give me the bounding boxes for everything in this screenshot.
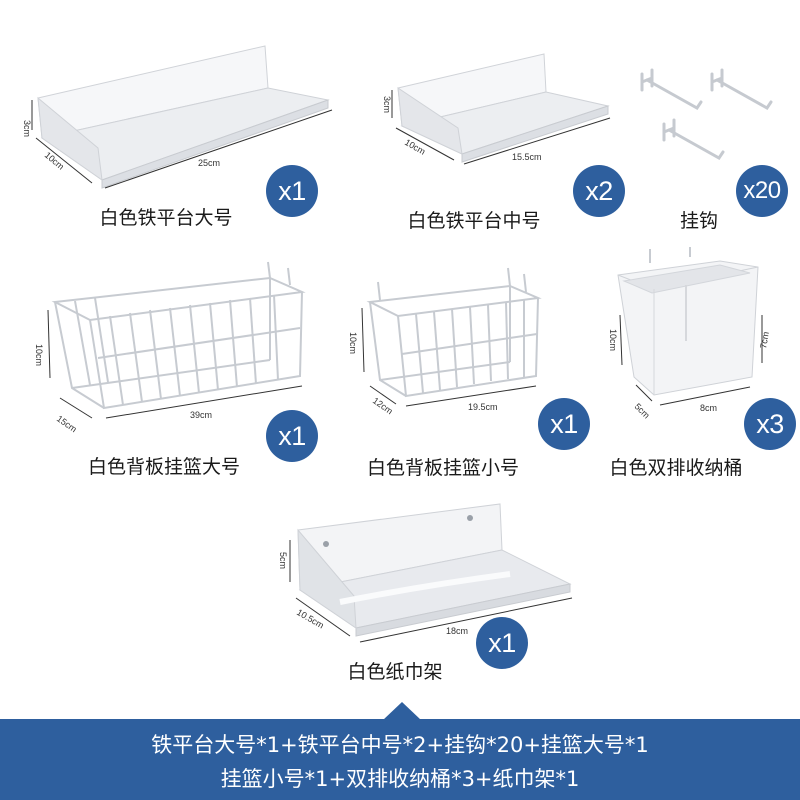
product-large-shelf: 3cm 10cm 25cm [10,38,340,189]
dim-label: 19.5cm [468,402,498,412]
quantity-badge: x1 [266,165,318,217]
dim-label: 15.5cm [512,152,542,162]
dim-label: 10cm [348,332,358,354]
large-shelf-image: 3cm 10cm 25cm [22,45,333,189]
dim-label: 5cm [278,552,288,569]
product-label: 白色背板挂篮大号 [87,456,241,478]
dim-label: 25cm [198,158,220,168]
dim-label: 15cm [55,413,79,434]
product-label: 白色纸巾架 [347,661,443,683]
product-label: 白色铁平台大号 [99,207,233,229]
banner-line-2: 挂篮小号*1+双排收纳桶*3+纸巾架*1 [220,767,580,791]
quantity-badge: x1 [538,398,590,450]
dim-label: 39cm [190,410,212,420]
dim-label: 10cm [403,137,427,157]
medium-shelf-image: 3cm 10cm 15.5cm [382,53,611,165]
product-medium-shelf: 3cm 10cm 15.5cm [376,48,616,178]
dim-label: 7cm [758,331,771,349]
quantity-badge: x2 [573,165,625,217]
quantity-badge: x3 [744,398,796,450]
quantity-badge: x1 [476,617,528,669]
large-basket-image: 10cm 15cm 39cm [34,261,306,434]
dim-label: 3cm [382,96,392,113]
product-label: 挂钩 [679,210,719,232]
product-tissue-holder: 5cm 10.5cm 18cm [270,500,590,650]
product-label: 白色铁平台中号 [407,210,541,232]
dim-label: 10.5cm [295,607,326,630]
hooks-image [640,68,773,160]
product-label: 白色背板挂篮小号 [366,457,520,479]
product-small-basket: 10cm 12cm 19.5cm [340,262,560,422]
storage-bucket-image: 10cm 7cm 5cm 8cm [608,247,771,420]
product-large-basket: 10cm 15cm 39cm [30,258,330,448]
dim-label: 10cm [608,329,618,351]
product-storage-bucket: 10cm 7cm 5cm 8cm [600,245,780,435]
dim-label: 10cm [43,150,66,172]
small-basket-image: 10cm 12cm 19.5cm [348,267,542,416]
product-hooks [630,60,780,170]
dim-label: 3cm [22,120,32,137]
dim-label: 18cm [446,626,468,636]
quantity-badge: x1 [266,410,318,462]
summary-banner: 铁平台大号*1+铁平台中号*2+挂钩*20+挂篮大号*1 挂篮小号*1+双排收纳… [0,719,800,800]
banner-line-1: 铁平台大号*1+铁平台中号*2+挂钩*20+挂篮大号*1 [151,733,649,757]
dim-label: 5cm [633,401,652,420]
banner-pointer [383,702,421,720]
dim-label: 12cm [371,395,395,416]
tissue-holder-image: 5cm 10.5cm 18cm [278,503,573,643]
quantity-badge: x20 [736,165,788,217]
dim-label: 10cm [34,344,44,366]
dim-label: 8cm [700,403,717,413]
product-label: 白色双排收纳桶 [609,457,743,479]
